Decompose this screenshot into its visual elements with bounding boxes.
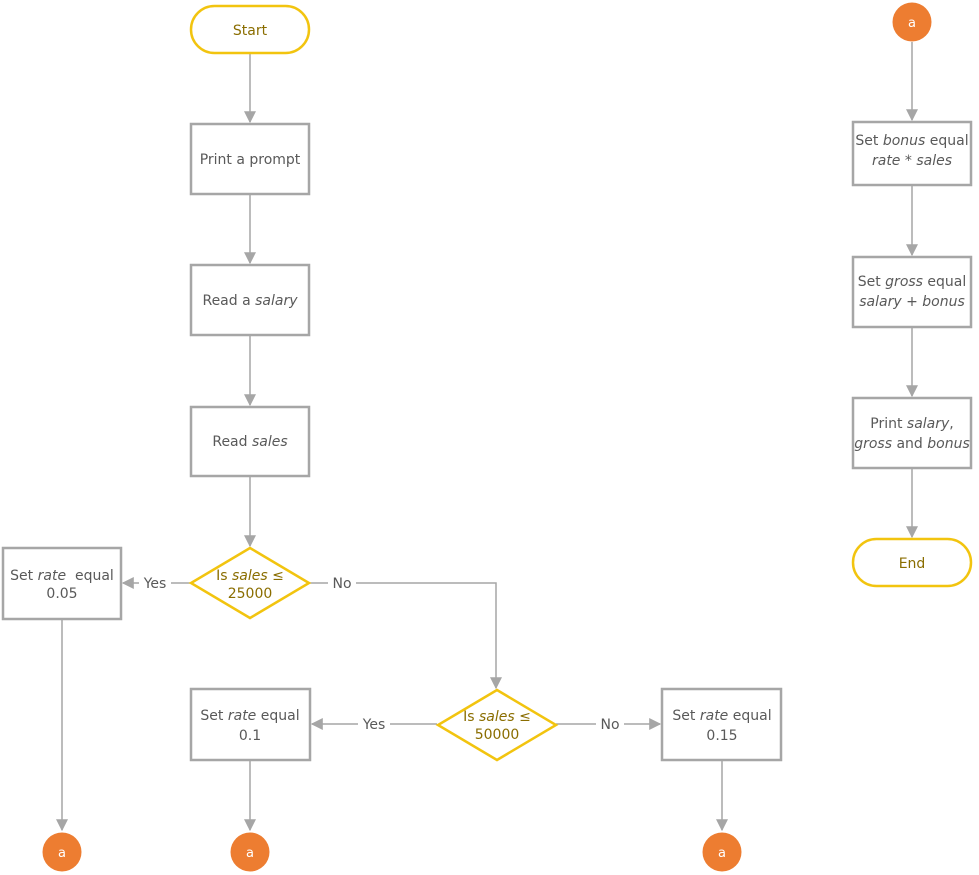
connector-1-label: a bbox=[58, 846, 66, 861]
node-rate-005-line1: Set rate equal bbox=[10, 568, 114, 584]
node-rate-005: Set rate equal 0.05 bbox=[1, 546, 123, 621]
node-set-gross: Set gross equal salary + bonus bbox=[851, 255, 973, 329]
node-print-results: Print salary, gross and bonus bbox=[851, 396, 973, 470]
node-set-bonus-line1: Set bonus equal bbox=[855, 133, 968, 149]
node-decision-50000-line1: Is sales ≤ bbox=[463, 709, 531, 725]
node-set-bonus-line2: rate * sales bbox=[872, 153, 952, 169]
node-rate-01-line1: Set rate equal bbox=[200, 708, 299, 724]
node-print-results-line2: gross and bonus bbox=[854, 436, 970, 452]
node-rate-015-line1: Set rate equal bbox=[672, 708, 771, 724]
connector-top: a bbox=[892, 2, 932, 42]
connector-3: a bbox=[702, 832, 742, 872]
node-end-label: End bbox=[899, 556, 926, 572]
edge-label-d1-no: No bbox=[332, 576, 351, 592]
node-print-prompt-label: Print a prompt bbox=[200, 152, 301, 168]
node-read-sales-label: Read sales bbox=[212, 434, 287, 450]
node-print-results-line1: Print salary, bbox=[870, 416, 954, 432]
edge-label-d2-yes: Yes bbox=[362, 717, 386, 733]
node-decision-50000: Is sales ≤ 50000 bbox=[435, 688, 559, 762]
node-rate-005-line2: 0.05 bbox=[46, 586, 77, 602]
node-read-salary: Read a salary bbox=[189, 263, 311, 337]
node-print-prompt: Print a prompt bbox=[189, 122, 311, 196]
connector-top-label: a bbox=[908, 16, 916, 31]
edge-label-d2-no: No bbox=[600, 717, 619, 733]
edges bbox=[56, 42, 918, 832]
node-end: End bbox=[851, 537, 973, 588]
node-set-bonus: Set bonus equal rate * sales bbox=[851, 120, 973, 187]
node-decision-25000: Is sales ≤ 25000 bbox=[188, 546, 312, 620]
connector-2: a bbox=[230, 832, 270, 872]
node-decision-50000-line2: 50000 bbox=[475, 727, 520, 743]
node-start: Start bbox=[189, 4, 311, 55]
edge-label-d1-yes: Yes bbox=[143, 576, 167, 592]
node-rate-01: Set rate equal 0.1 bbox=[189, 687, 312, 762]
node-set-gross-line1: Set gross equal bbox=[858, 274, 967, 290]
node-read-salary-label: Read a salary bbox=[202, 293, 298, 309]
node-decision-25000-line1: Is sales ≤ bbox=[216, 568, 284, 584]
node-rate-01-line2: 0.1 bbox=[239, 728, 261, 744]
node-rate-015: Set rate equal 0.15 bbox=[660, 687, 783, 762]
node-rate-015-line2: 0.15 bbox=[706, 728, 737, 744]
connector-2-label: a bbox=[246, 846, 254, 861]
node-start-label: Start bbox=[233, 23, 268, 39]
connector-3-label: a bbox=[718, 846, 726, 861]
node-read-sales: Read sales bbox=[189, 405, 311, 478]
edge-decision1-no bbox=[310, 582, 502, 690]
node-decision-25000-line2: 25000 bbox=[228, 586, 273, 602]
connector-1: a bbox=[42, 832, 82, 872]
node-set-gross-line2: salary + bonus bbox=[859, 294, 965, 310]
